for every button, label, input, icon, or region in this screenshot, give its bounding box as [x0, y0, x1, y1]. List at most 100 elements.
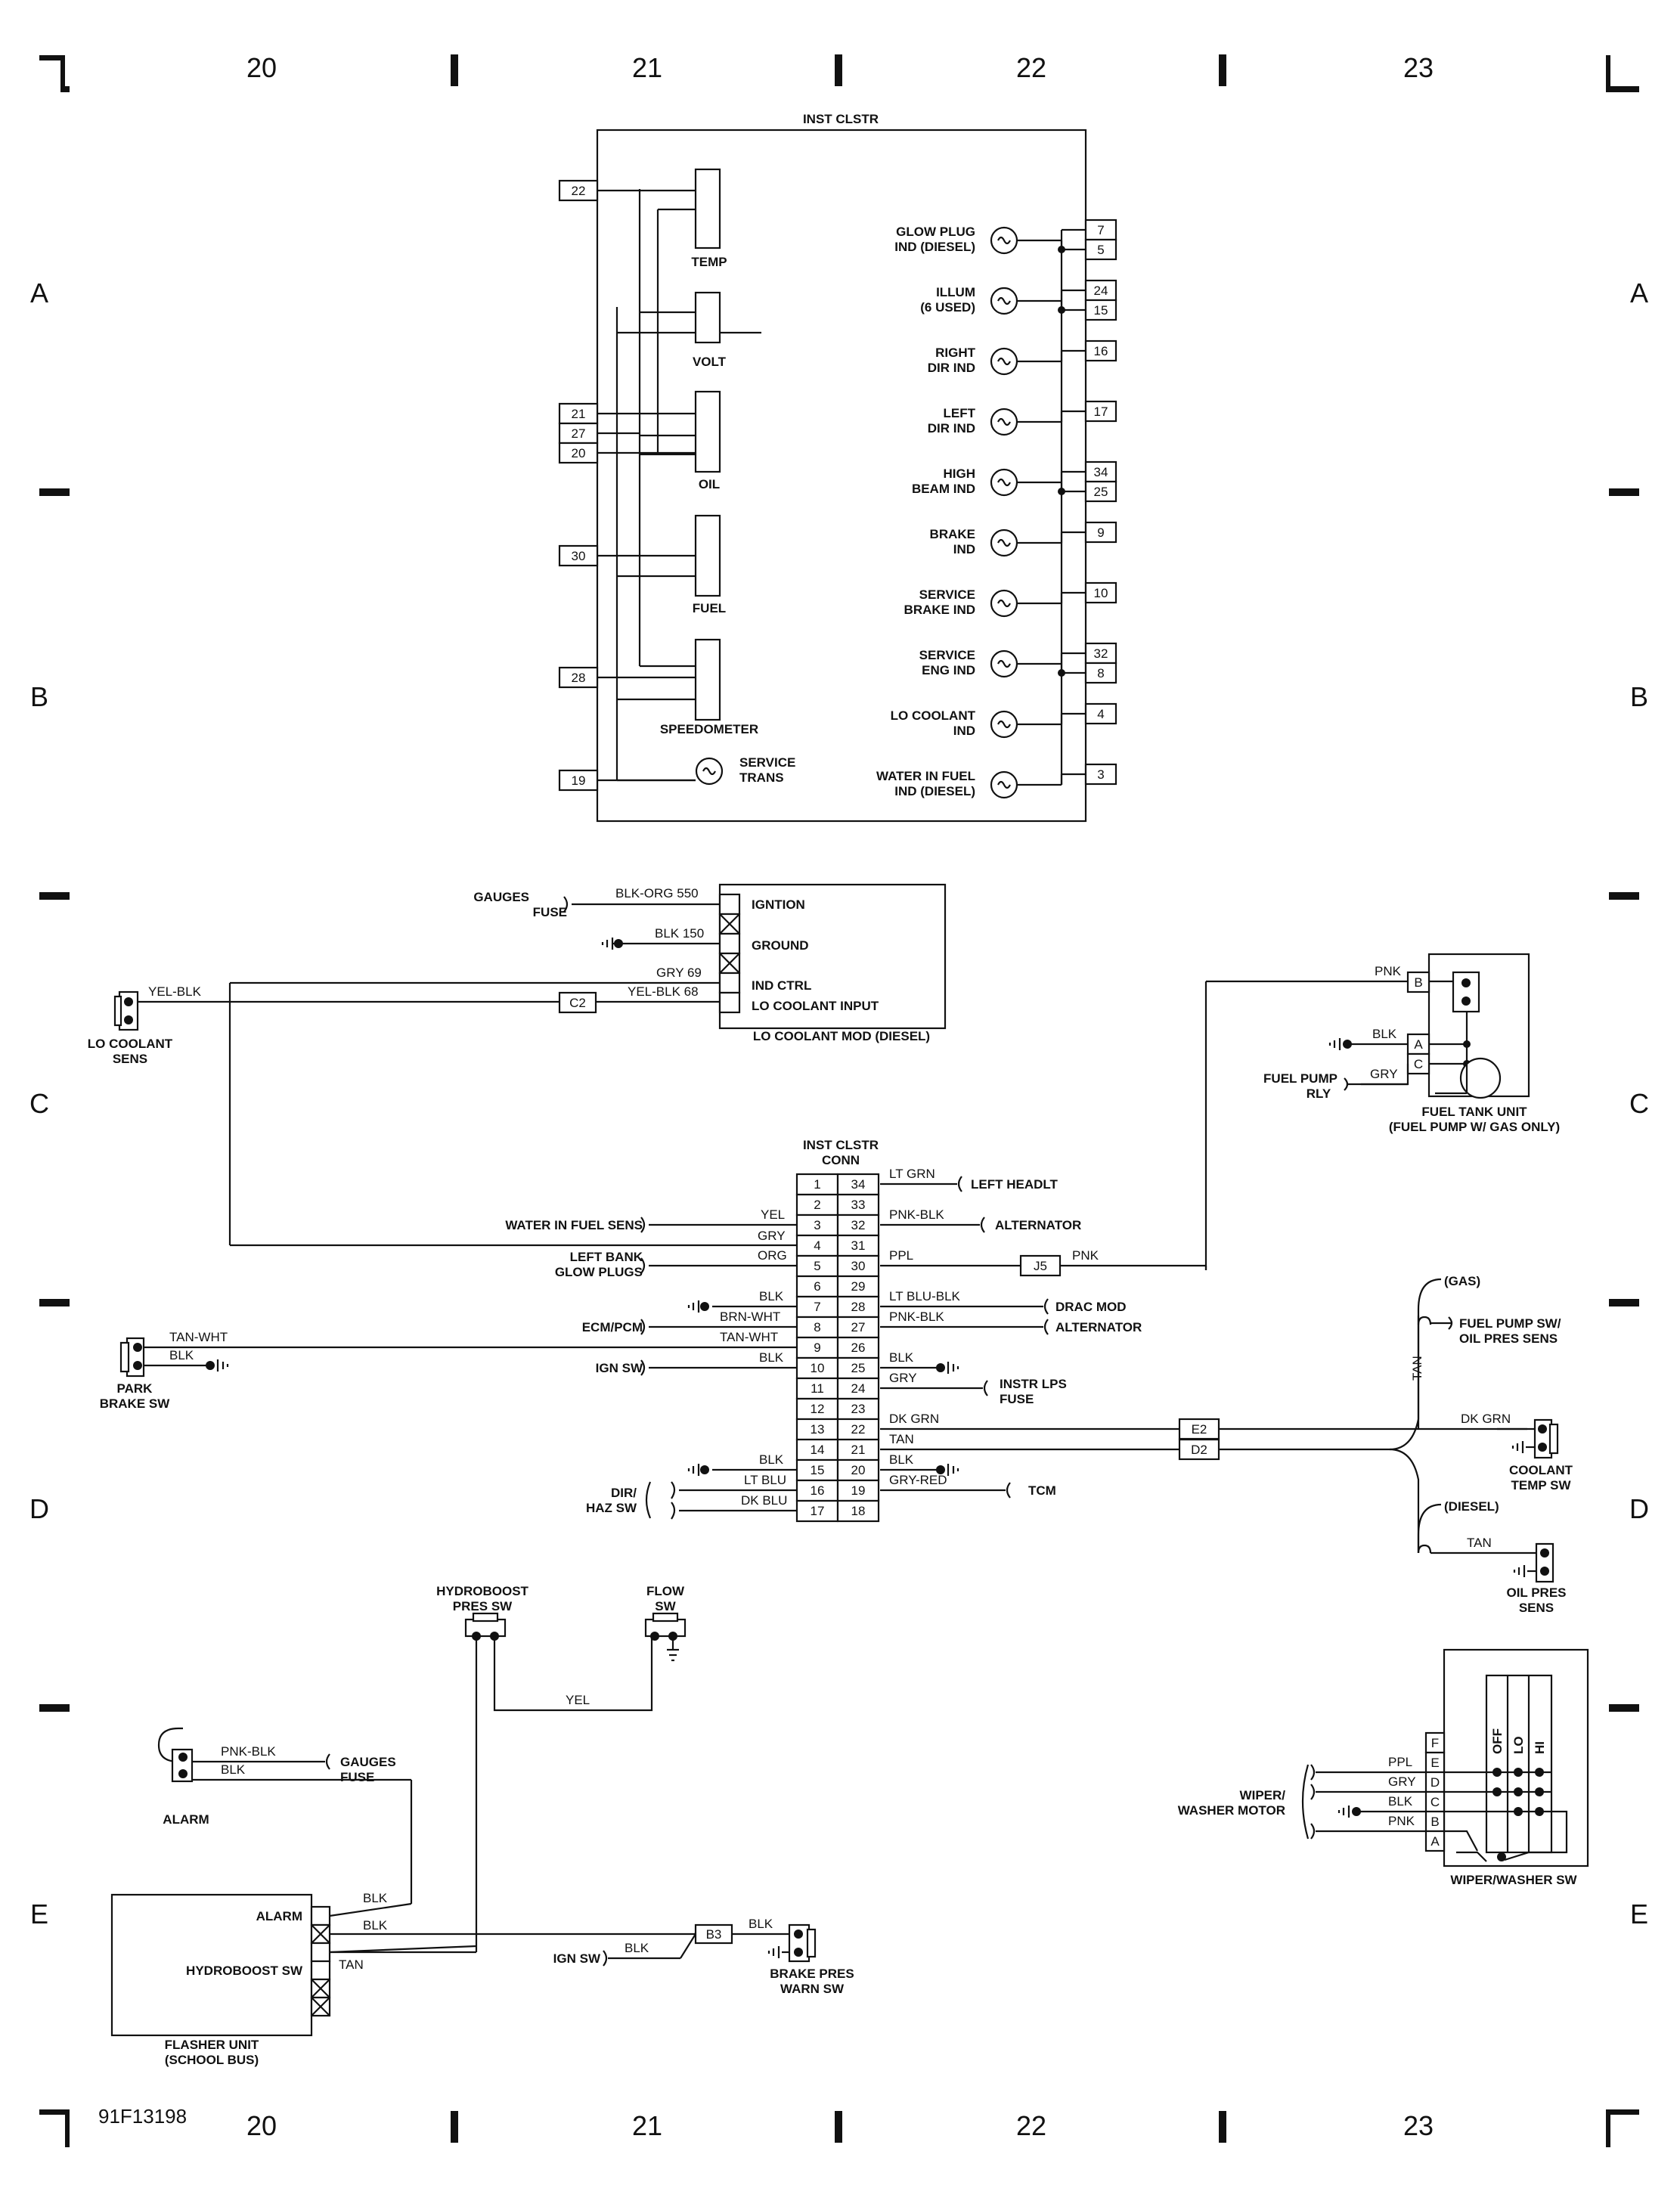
gauge-label: SPEEDOMETER: [660, 722, 758, 736]
conn-pin: 6: [814, 1279, 820, 1294]
conn-pin: 9: [814, 1341, 820, 1355]
pin-letter: F: [1431, 1736, 1439, 1750]
pin-number: 24: [1094, 284, 1108, 298]
wire-color: DK GRN: [1461, 1412, 1511, 1426]
right-sensors: (GAS) FUEL PUMP SW/OIL PRES SENS TAN DK …: [1410, 1274, 1573, 1615]
indicator-label: (6 USED): [920, 300, 975, 315]
conn-row: 6 29: [795, 1275, 880, 1298]
conn-pin: 25: [851, 1361, 866, 1375]
conn-pin: 3: [814, 1218, 820, 1232]
conn-pin: 33: [851, 1198, 866, 1212]
wire-color: LT BLU-BLK: [889, 1289, 961, 1303]
oil-gauge: [694, 390, 721, 473]
gas-label: (GAS): [1444, 1274, 1480, 1288]
indicator-label: BRAKE IND: [904, 603, 975, 617]
wiper-title: WIPER/WASHER SW: [1450, 1873, 1577, 1887]
conn-pin: 10: [811, 1361, 825, 1375]
module-terminal: IGNTION: [752, 897, 805, 912]
wire-color: YEL-BLK: [148, 984, 202, 999]
wire-color: GRY: [889, 1371, 917, 1385]
conn-right-label: TCM: [1028, 1483, 1056, 1498]
wire-color: PNK-BLK: [889, 1310, 944, 1324]
indicator-label: DIR IND: [928, 361, 975, 375]
conn-pin: 15: [811, 1463, 825, 1477]
connector-id: J5: [1034, 1259, 1047, 1273]
indicator-label: ENG IND: [922, 663, 975, 677]
indicator-label: LEFT: [944, 406, 976, 420]
module-terminal: IND CTRL: [752, 978, 811, 993]
col-label: 21: [632, 52, 662, 83]
wire-color: BLK: [759, 1350, 784, 1365]
conn-pin: 27: [851, 1320, 866, 1334]
pin-number: 22: [572, 184, 586, 198]
conn-pin: 2: [814, 1198, 820, 1212]
connector-id: D2: [1191, 1443, 1207, 1457]
wire-color: PNK-BLK: [221, 1744, 276, 1759]
wire-color: TAN: [1410, 1356, 1424, 1381]
pin-number: 10: [1094, 586, 1108, 600]
connector-id: B3: [706, 1927, 722, 1942]
cluster-left-pins: 22 21 27 20 30 28 19: [558, 179, 696, 792]
conn-pin: 4: [814, 1238, 820, 1253]
conn-left-label: HAZ SW: [586, 1501, 637, 1515]
fuel-gauge: [694, 514, 721, 597]
pin-number: 7: [1097, 223, 1104, 237]
wire-color: BLK: [169, 1348, 194, 1362]
wire-color: PNK: [1072, 1248, 1099, 1263]
conn-pin: 31: [851, 1238, 866, 1253]
col-label: 21: [632, 2110, 662, 2141]
alarm-label: ALARM: [163, 1812, 209, 1827]
indicator-label: SERVICE: [919, 648, 975, 662]
module-terminal: GROUND: [752, 938, 809, 953]
wire-color: PNK: [1375, 964, 1402, 978]
fuel-pump-sw-label: FUEL PUMP SW/OIL PRES SENS: [1459, 1316, 1561, 1346]
wire-color: PPL: [889, 1248, 913, 1263]
wire-color: PPL: [1388, 1755, 1412, 1769]
col-label: 23: [1403, 2110, 1434, 2141]
conn-left-label: DIR/: [611, 1486, 637, 1500]
pin-number: 16: [1094, 344, 1108, 358]
conn-pin: 14: [811, 1443, 825, 1457]
conn-row: 10 25: [795, 1356, 880, 1380]
wire-color: BLK: [759, 1289, 784, 1303]
conn-pin: 20: [851, 1463, 866, 1477]
row-label: B: [30, 681, 48, 712]
row-label: A: [1630, 277, 1648, 308]
lo-coolant-module: IGNTION GROUND IND CTRL LO COOLANT INPUT…: [88, 883, 947, 1245]
pin-number: 17: [1094, 404, 1108, 419]
conn-pin: 21: [851, 1443, 866, 1457]
flasher-title: FLASHER UNIT(SCHOOL BUS): [165, 2038, 259, 2067]
diesel-label: (DIESEL): [1444, 1499, 1499, 1514]
conn-pin: 19: [851, 1483, 866, 1498]
conn-pin: 7: [814, 1300, 820, 1314]
conn-pin: 29: [851, 1279, 866, 1294]
indicator-label: IND (DIESEL): [894, 240, 975, 254]
gauge-label: OIL: [699, 477, 720, 491]
conn-pin: 16: [811, 1483, 825, 1498]
col-label: 23: [1403, 52, 1434, 83]
pin-number: 5: [1097, 243, 1104, 257]
conn-right-wires: LT GRN LEFT HEADLT PNK-BLK ALTERNATOR J5…: [880, 1167, 1527, 1553]
indicator-label: DIR IND: [928, 421, 975, 435]
indicator-label: BRAKE: [930, 527, 975, 541]
conn-right-label: ALTERNATOR: [995, 1218, 1081, 1232]
wire-color: TAN-WHT: [720, 1330, 778, 1344]
drawing-code: 91F13198: [98, 2105, 187, 2128]
wire-color: BLK: [1388, 1794, 1413, 1809]
pin-number: 3: [1097, 767, 1104, 782]
conn-pin: 18: [851, 1504, 866, 1518]
conn-pin: 26: [851, 1341, 866, 1355]
wire-color: BLK: [889, 1452, 914, 1467]
wire-color: ORG: [758, 1248, 787, 1263]
